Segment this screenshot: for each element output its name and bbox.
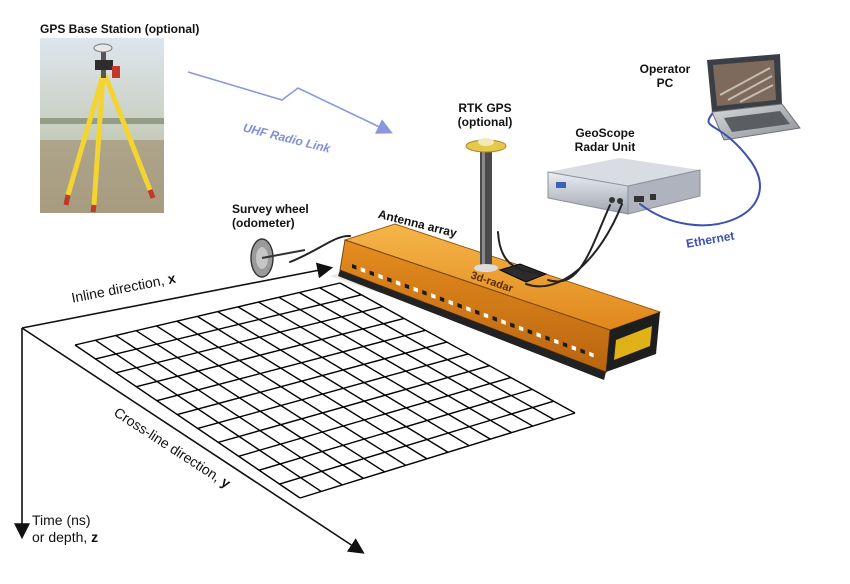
- stripe-segment: [360, 267, 366, 273]
- grid-line-crossline: [135, 330, 364, 479]
- stripe-segment: [518, 325, 524, 332]
- stripe-segment: [483, 312, 489, 319]
- grid-line-crossline: [176, 320, 407, 466]
- stripe-segment: [387, 277, 392, 283]
- survey-wheel: [250, 238, 306, 278]
- grid-line-crossline: [237, 306, 470, 447]
- grid-line-inline: [238, 376, 512, 457]
- stripe-segment: [545, 335, 550, 342]
- gps-base-station-label: GPS Base Station (optional): [40, 22, 200, 36]
- antenna-marker-stripe: [352, 264, 594, 358]
- antenna-array: [330, 223, 662, 380]
- grid-line-inline: [217, 365, 490, 444]
- grid-line-inline: [258, 388, 533, 471]
- grid-line-crossline: [278, 296, 512, 434]
- cables: [289, 113, 761, 288]
- inline-direction-var: x: [166, 269, 177, 287]
- stripe-segment: [527, 329, 533, 335]
- time-depth-line2: or depth,: [32, 529, 88, 545]
- stripe-segment: [571, 345, 577, 351]
- grid-line-inline: [156, 329, 426, 402]
- stripe-segment: [510, 322, 515, 329]
- time-depth-line1: Time (ns): [32, 512, 91, 528]
- stripe-segment: [413, 286, 418, 293]
- stripe-segment: [404, 283, 410, 290]
- stripe-segment: [589, 351, 594, 358]
- stripe-segment: [378, 273, 383, 280]
- stripe-segment: [466, 306, 471, 312]
- survey-wheel-label-line1: Survey wheel: [232, 202, 309, 216]
- stripe-segment: [369, 270, 374, 277]
- stripe-segment: [448, 299, 454, 306]
- operator-pc-label-line2: PC: [656, 76, 674, 90]
- stripe-segment: [554, 338, 559, 345]
- rtk-gps-label: RTK GPS (optional): [440, 101, 530, 129]
- grid-line-crossline: [196, 315, 428, 460]
- stripe-segment: [536, 332, 541, 338]
- axes: [14, 262, 365, 554]
- grid-line-inline: [177, 341, 447, 416]
- uhf-link-arrow: [187, 71, 393, 134]
- inline-axis: [21, 262, 334, 329]
- grid-line-crossline: [298, 291, 534, 427]
- grid-line-inline: [279, 400, 554, 485]
- grid-line-crossline: [339, 282, 576, 414]
- stripe-segment: [580, 348, 585, 355]
- stripe-segment: [431, 293, 436, 299]
- stripe-segment: [395, 280, 401, 286]
- survey-wheel-label-line2: (odometer): [232, 216, 295, 230]
- time-depth-label: Time (ns) or depth, z: [32, 512, 152, 546]
- grid-line-crossline: [74, 344, 301, 499]
- operator-laptop: [707, 54, 801, 141]
- stripe-segment: [501, 319, 506, 325]
- ethernet-cable: [639, 113, 761, 227]
- geoscope-label-line2: Radar Unit: [574, 140, 636, 154]
- operator-pc-label-line1: Operator: [639, 62, 691, 76]
- stripe-segment: [352, 264, 357, 270]
- grid-line-crossline: [115, 334, 343, 486]
- stripe-segment: [475, 309, 480, 316]
- crossline-direction-var: y: [218, 473, 234, 492]
- grid-line-inline: [299, 412, 576, 499]
- survey-grid: [74, 282, 576, 499]
- grid-line-crossline: [94, 339, 322, 493]
- survey-wheel-label: Survey wheel (odometer): [232, 202, 332, 230]
- operator-pc-label: Operator PC: [630, 62, 700, 90]
- grid-line-inline: [74, 282, 341, 346]
- stripe-segment: [439, 296, 445, 303]
- grid-line-crossline: [258, 301, 491, 440]
- grid-line-inline: [136, 317, 405, 388]
- stripe-segment: [422, 290, 427, 296]
- stripe-segment: [457, 303, 462, 309]
- grid-line-inline: [115, 305, 383, 374]
- rtk-gps-antenna: [465, 138, 507, 272]
- stripe-segment: [562, 342, 568, 348]
- grid-line-inline: [95, 294, 362, 360]
- crossline-axis: [21, 327, 365, 554]
- stripe-segment: [492, 316, 497, 322]
- grid-line-crossline: [156, 325, 385, 473]
- time-depth-var: z: [91, 529, 99, 545]
- geoscope-label: GeoScope Radar Unit: [560, 126, 650, 154]
- grid-line-crossline: [319, 287, 555, 421]
- rtk-gps-label-line2: (optional): [457, 115, 513, 129]
- grid-line-crossline: [217, 311, 449, 453]
- rtk-gps-label-line1: RTK GPS: [458, 101, 512, 115]
- geoscope-label-line1: GeoScope: [575, 126, 635, 140]
- grid-line-inline: [197, 353, 469, 430]
- gps-base-station-photo: [40, 38, 164, 213]
- geoscope-radar-unit: [547, 158, 701, 215]
